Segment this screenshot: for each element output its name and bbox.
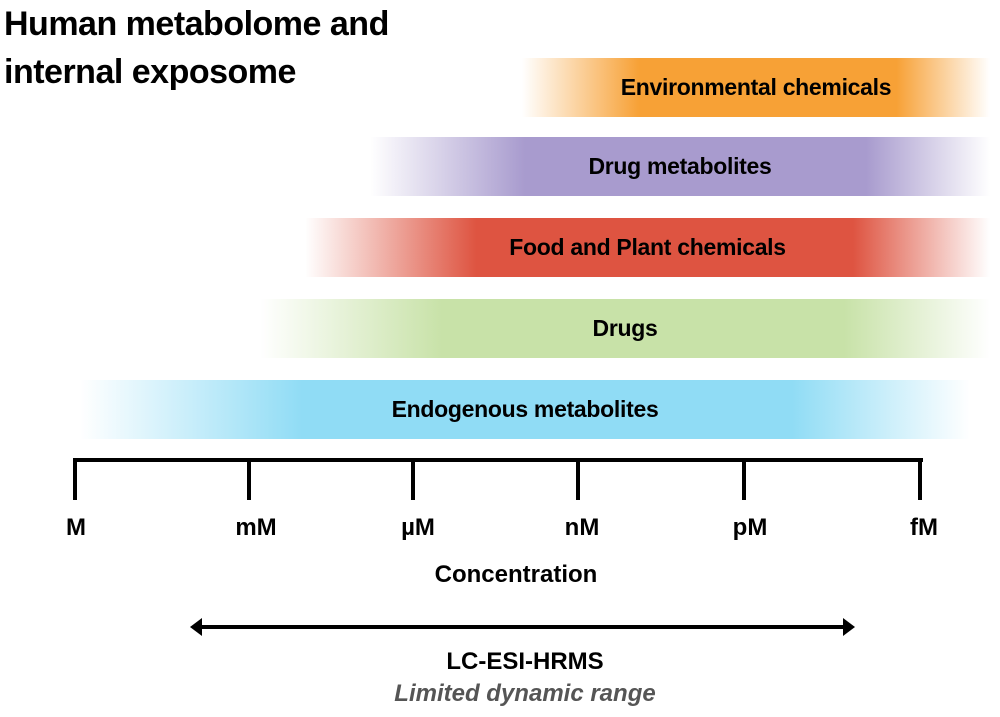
method-name: LC-ESI-HRMS <box>446 648 604 675</box>
band-food-plant-chemicals: Food and Plant chemicals <box>305 218 990 277</box>
axis-tick <box>918 458 922 500</box>
arrow-head-right-icon <box>843 618 855 636</box>
band-label: Drug metabolites <box>588 153 772 179</box>
arrow-head-left-icon <box>190 618 202 636</box>
band-label: Food and Plant chemicals <box>509 234 786 260</box>
axis-title: Concentration <box>434 561 598 588</box>
axis-tick <box>576 458 580 500</box>
band-drugs: Drugs <box>260 299 990 358</box>
band-environmental-chemicals: Environmental chemicals <box>522 58 990 117</box>
tick-label-uM: µM <box>401 514 435 541</box>
axis-tick <box>73 458 77 500</box>
axis-tick <box>742 458 746 500</box>
band-drug-metabolites: Drug metabolites <box>370 137 990 196</box>
tick-label-nM: nM <box>564 514 600 541</box>
band-label: Environmental chemicals <box>620 74 892 100</box>
method-note: Limited dynamic range <box>394 680 656 707</box>
band-label: Drugs <box>592 315 658 341</box>
axis-tick <box>411 458 415 500</box>
tick-label-fM: fM <box>910 514 938 541</box>
axis-tick <box>247 458 251 500</box>
tick-label-pM: pM <box>732 514 768 541</box>
tick-label-M: M <box>66 514 86 541</box>
band-endogenous-metabolites: Endogenous metabolites <box>80 380 970 439</box>
band-label: Endogenous metabolites <box>391 396 659 422</box>
dynamic-range-arrow <box>190 618 855 636</box>
concentration-axis-line <box>73 458 923 462</box>
tick-label-mM: mM <box>235 514 277 541</box>
diagram-title: Human metabolome and internal exposome <box>4 5 389 91</box>
